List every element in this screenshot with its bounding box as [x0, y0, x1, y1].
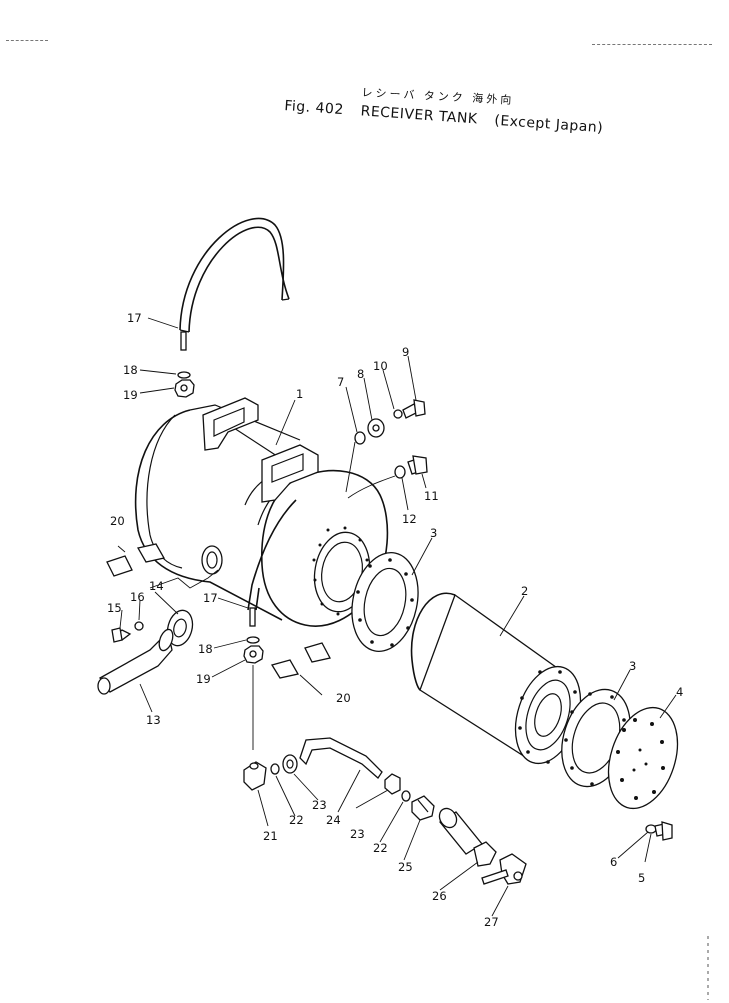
part-plug-11 [407, 455, 428, 475]
callout-20-lower: 20 [336, 691, 351, 705]
callout-16: 16 [130, 590, 145, 604]
part-connector-25 [411, 795, 435, 821]
callout-22-left: 22 [289, 813, 304, 827]
callout-3-right: 3 [629, 659, 636, 673]
callout-10: 10 [373, 359, 388, 373]
part-washer-18-upper [177, 371, 191, 379]
callout-8: 8 [357, 367, 364, 381]
callout-14: 14 [149, 579, 164, 593]
callout-3-left: 3 [430, 526, 437, 540]
callout-4: 4 [676, 685, 683, 699]
part-o-ring-12 [394, 465, 406, 479]
part-strap-lower [247, 499, 297, 627]
part-bolt-5 [654, 821, 673, 841]
part-hose-26-body [438, 807, 483, 855]
part-nut-23-left [282, 754, 298, 774]
callout-9: 9 [402, 345, 409, 359]
callout-6: 6 [610, 855, 617, 869]
part-tube-24 [299, 737, 383, 779]
part-nut-23-right [384, 773, 401, 795]
callout-numbers: 1 2 3 3 4 5 6 7 8 9 10 11 12 13 14 15 16… [107, 311, 683, 929]
scan-edge-mark [6, 40, 48, 41]
callout-22-right: 22 [373, 841, 388, 855]
part-bolt-15 [111, 627, 132, 643]
part-gasket-3-left [351, 551, 419, 653]
part-bolt-9 [402, 399, 426, 419]
callout-23-right: 23 [350, 827, 365, 841]
part-nut-19-lower [243, 645, 264, 664]
callout-27: 27 [484, 915, 499, 929]
part-washer-22-left [270, 763, 280, 775]
part-cover-4 [607, 706, 679, 810]
callout-1: 1 [296, 387, 303, 401]
callout-18-lower: 18 [198, 642, 213, 656]
part-receiver-tank-body [134, 397, 389, 627]
callout-5: 5 [638, 871, 645, 885]
callout-21: 21 [263, 829, 278, 843]
part-washer-16 [134, 621, 144, 631]
callout-20-upper: 20 [110, 514, 125, 528]
callout-15: 15 [107, 601, 122, 615]
callout-23-left: 23 [312, 798, 327, 812]
callout-19-upper: 19 [123, 388, 138, 402]
callout-19-lower: 19 [196, 672, 211, 686]
part-pipe-13 [97, 628, 174, 695]
callout-12: 12 [402, 512, 417, 526]
part-washer-10 [393, 409, 403, 419]
callout-24: 24 [326, 813, 341, 827]
part-elbow-21 [243, 761, 267, 791]
leader-lines [119, 317, 677, 917]
part-nut-19-upper [174, 379, 195, 398]
part-valve-27 [481, 853, 527, 885]
callout-17-lower: 17 [203, 591, 218, 605]
part-label-20-left [106, 543, 166, 577]
part-washer-18-lower [246, 636, 260, 644]
callout-25: 25 [398, 860, 413, 874]
part-flange-14 [166, 609, 194, 647]
part-strap-upper [179, 217, 290, 351]
scan-edge-mark [592, 44, 712, 45]
callout-11: 11 [424, 489, 439, 503]
callout-2: 2 [521, 584, 528, 598]
callout-18-upper: 18 [123, 363, 138, 377]
part-washer-22-right [401, 790, 411, 802]
part-o-ring-7 [354, 431, 366, 445]
part-plate-8 [367, 418, 385, 438]
callout-17-upper: 17 [127, 311, 142, 325]
part-label-20-lower [270, 642, 331, 679]
callout-26: 26 [432, 889, 447, 903]
callout-13: 13 [146, 713, 161, 727]
callout-7: 7 [337, 375, 344, 389]
